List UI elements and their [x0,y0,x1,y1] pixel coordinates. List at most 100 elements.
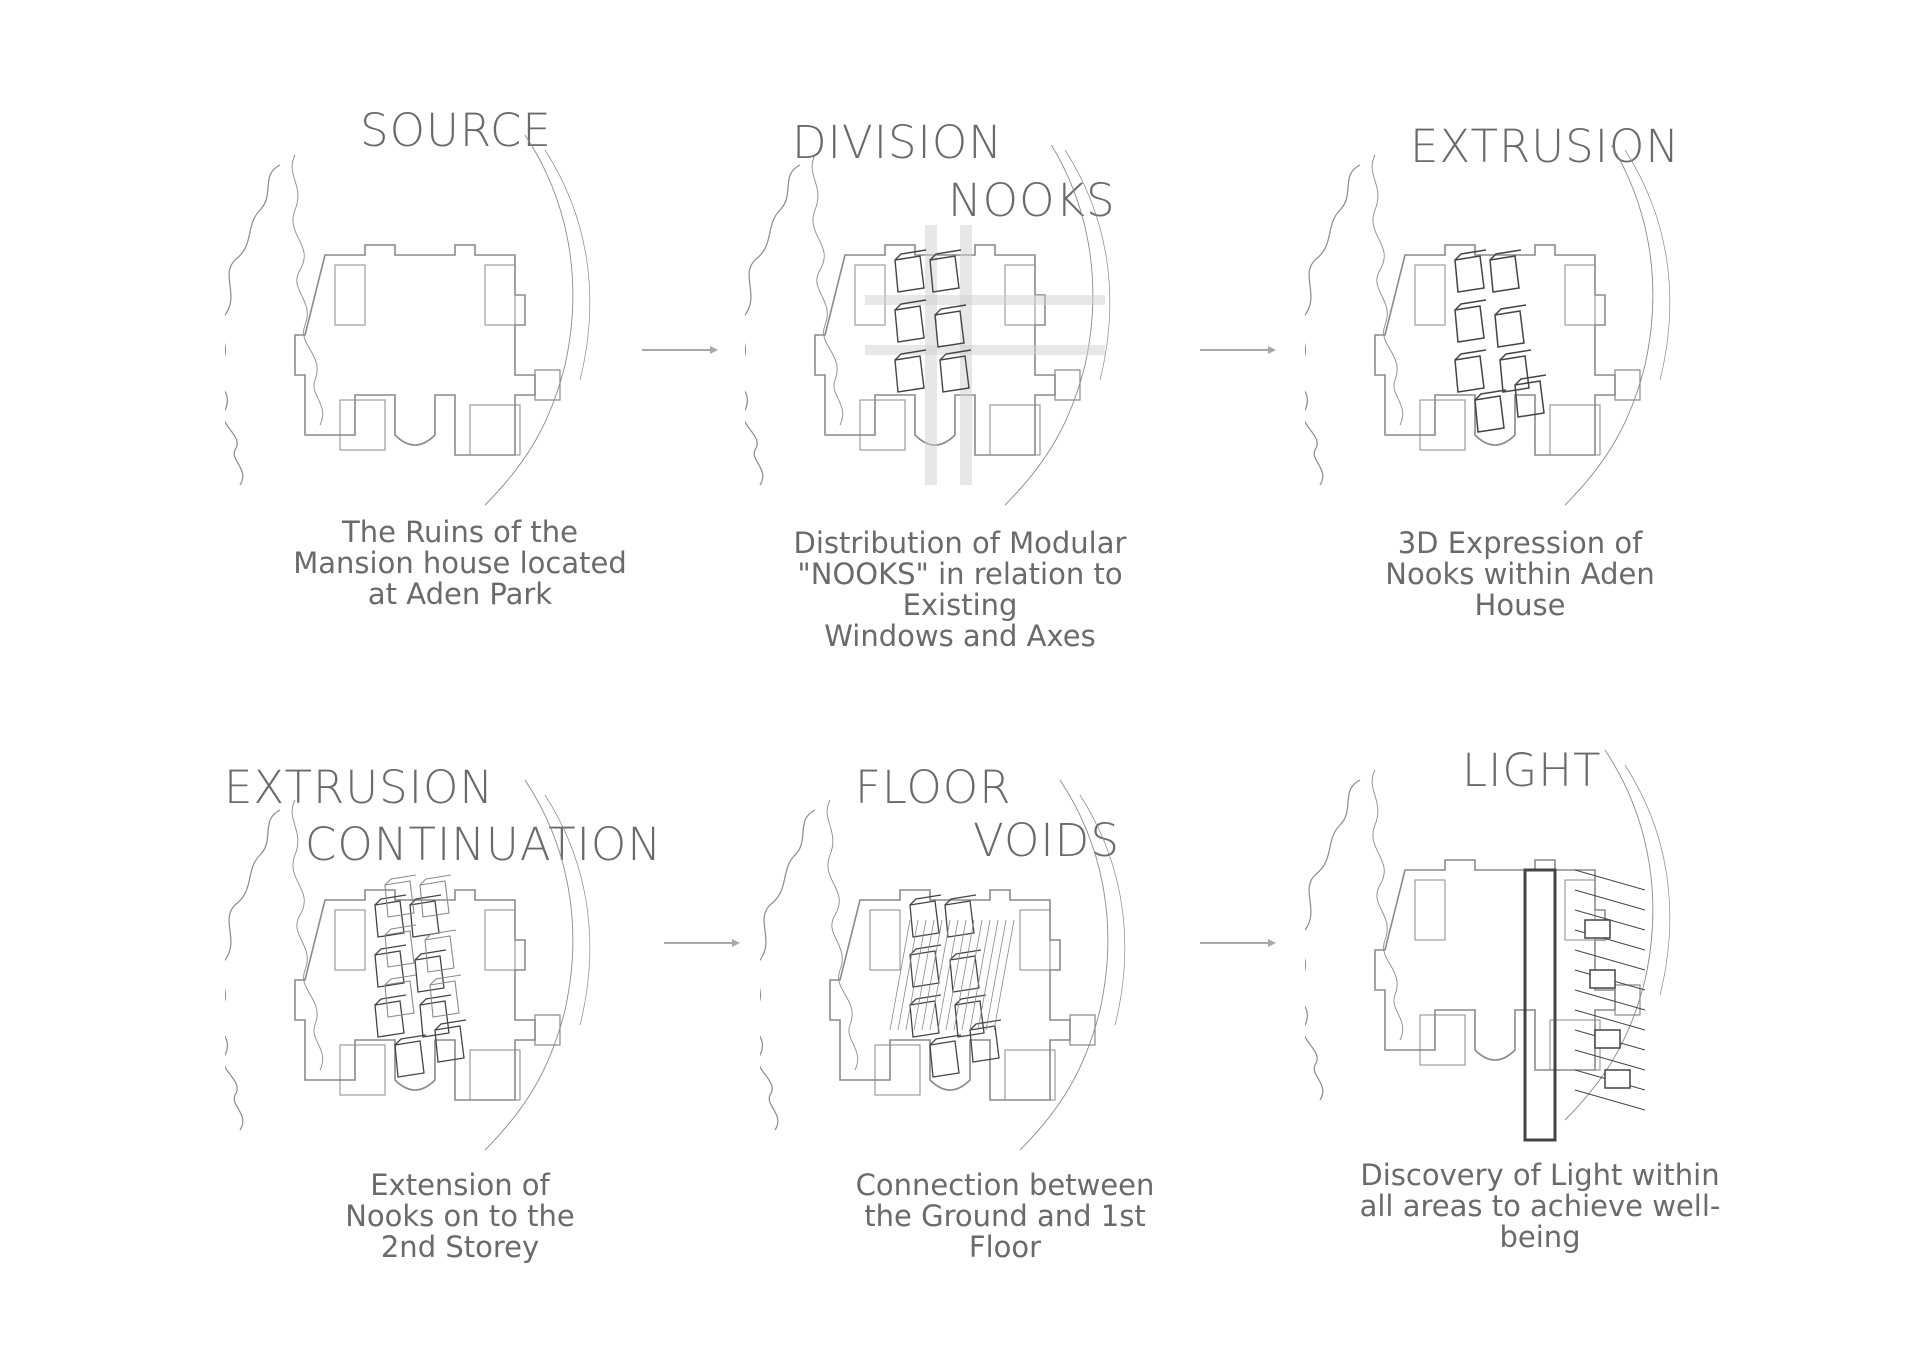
void-hatch [961,919,983,1031]
caption-light: Discovery of Light within all areas to a… [1359,1158,1721,1254]
building-wing [534,1014,561,1046]
nook-box [409,894,442,938]
foliage-outline-inner [1371,769,1404,1041]
arrow-voids-to-light [1200,939,1276,947]
void-hatch [969,919,991,1031]
nook-box [894,349,927,393]
caption-voids: Connection between the Ground and 1st Fl… [855,1168,1155,1264]
sketch-light [1305,740,1725,1160]
nook-box [424,929,457,973]
void-hatch [993,919,1015,1031]
light-hatch [1574,1009,1646,1031]
panel-title-division: DIVISION [792,116,1003,169]
panel-title-light: LIGHT [1462,744,1602,797]
nook-box [894,299,927,343]
caption-extrusion: 3D Expression of Nooks within Aden House [1385,526,1655,622]
site-curve [1019,779,1109,1151]
light-corridor [1523,868,1557,1142]
void-hatch [953,919,975,1031]
light-hatch [1574,869,1646,891]
foliage-outline-inner [291,799,324,1071]
sketch-division-svg [745,145,1111,506]
panel-title-voids: VOIDS [973,814,1120,867]
arrow-source-to-division [642,346,718,354]
building-rooms [334,264,521,456]
panel-title-floor: FLOOR [855,761,1012,814]
arrow-continuation-to-voids [664,939,740,947]
nook-box [1474,389,1507,433]
void-hatch [913,919,935,1031]
site-curve [1564,145,1654,506]
panel-title-nooks: NOOKS [948,174,1116,227]
caption-division: Distribution of Modular "NOOKS" in relat… [793,526,1127,653]
foliage-outline-inner [811,154,844,426]
foliage-outline [1305,779,1361,1101]
nook-box [374,944,407,988]
nook-box [929,249,962,293]
nook-box [394,1034,427,1078]
sketch-source [225,125,625,545]
light-opening [1594,1029,1621,1049]
building-rooms [854,264,1041,456]
building-rooms [1414,264,1601,456]
void-hatch [929,919,951,1031]
arrow-division-to-extrusion [1200,346,1276,354]
foliage-outline [745,164,801,486]
nook-box [374,994,407,1038]
site-curve-outer [1624,764,1671,996]
nook-box [374,894,407,938]
nook-box [414,949,447,993]
foliage-outline-inner [1371,154,1404,426]
nook-box [954,994,987,1038]
sketch-division [745,145,1145,545]
light-opening [1604,1069,1631,1089]
building-wing [1614,369,1641,401]
building-wing [1614,984,1641,1016]
site-curve-outer [1624,149,1671,381]
nook-box [1454,349,1487,393]
building-wing [1069,1014,1096,1046]
sketch-continuation-svg [225,779,591,1151]
foliage-outline [225,809,281,1131]
panel-title-continuation: CONTINUATION [305,818,662,871]
void-hatch [937,919,959,1031]
nook-box [969,1019,1002,1063]
nook-box [909,994,942,1038]
nook-box [929,1034,962,1078]
panel-title-extrusion-2: EXTRUSION [224,761,495,814]
nook-box [1514,374,1547,418]
building-plan-outline [294,244,536,456]
building-rooms [334,909,521,1101]
foliage-outline [1305,164,1361,486]
building-plan-outline [294,889,536,1101]
nook-box [1494,304,1527,348]
nook-box [949,949,982,993]
light-opening [1589,969,1616,989]
building-wing [1054,369,1081,401]
site-curve-outer [544,794,591,1026]
void-hatch [921,919,943,1031]
nook-box [909,894,942,938]
site-curve-outer [1064,149,1111,381]
void-hatch [985,919,1007,1031]
site-curve [484,779,574,1151]
panel-title-extrusion: EXTRUSION [1410,120,1681,173]
void-hatch [977,919,999,1031]
foliage-outline-inner [291,154,324,426]
panel-title-source: SOURCE [360,104,552,157]
sketch-continuation [225,770,625,1180]
building-rooms [869,909,1056,1101]
nook-box [434,1019,467,1063]
nook-box [934,304,967,348]
void-hatch [897,919,919,1031]
site-curve [1004,145,1094,506]
light-hatch [1574,949,1646,971]
nook-box [1454,299,1487,343]
building-rooms [1414,879,1601,1071]
light-hatch [1574,889,1646,911]
building-plan-outline [829,889,1071,1101]
nook-box [419,874,452,918]
nook-box [944,894,977,938]
nook-box [384,974,417,1018]
site-curve-outer [1079,794,1126,1026]
